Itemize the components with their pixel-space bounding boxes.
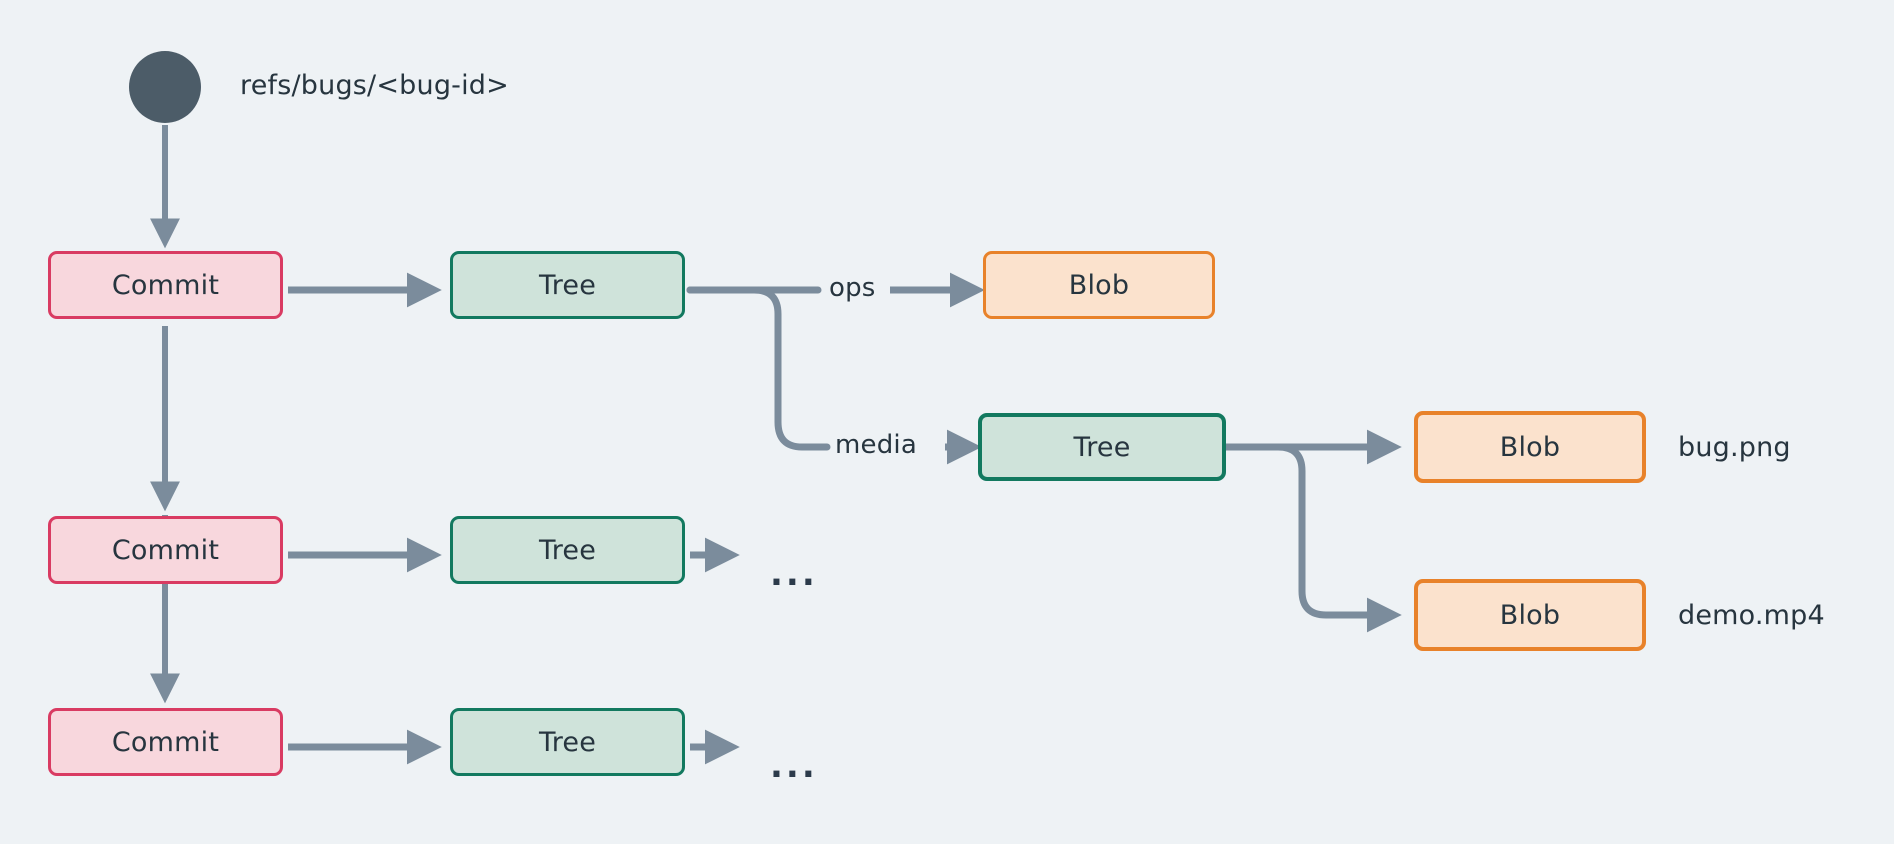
node-blob-bug-png-label: Blob	[1499, 431, 1561, 463]
edge-treemedia-to-blob-demomp4	[1222, 443, 1402, 633]
node-commit-3-label: Commit	[111, 726, 220, 758]
node-blob-ops[interactable]: Blob	[983, 251, 1215, 319]
node-tree-2-label: Tree	[538, 534, 597, 566]
node-blob-demo-mp4-label: Blob	[1499, 599, 1561, 631]
node-tree-media[interactable]: Tree	[978, 413, 1226, 481]
node-commit-3[interactable]: Commit	[48, 708, 283, 776]
node-tree-media-label: Tree	[1073, 431, 1131, 463]
file-label-bug-png: bug.png	[1678, 432, 1791, 463]
node-tree-1-label: Tree	[538, 269, 597, 301]
node-commit-1[interactable]: Commit	[48, 251, 283, 319]
edge-tree1-to-media	[686, 286, 831, 451]
node-blob-demo-mp4[interactable]: Blob	[1414, 579, 1646, 651]
node-tree-3-label: Tree	[538, 726, 597, 758]
node-blob-ops-label: Blob	[1068, 269, 1130, 301]
edge-label-ops: ops	[826, 273, 879, 303]
node-tree-1[interactable]: Tree	[450, 251, 685, 319]
ref-label: refs/bugs/<bug-id>	[240, 70, 509, 101]
node-commit-2-label: Commit	[111, 534, 220, 566]
file-label-demo-mp4: demo.mp4	[1678, 600, 1825, 631]
node-commit-1-label: Commit	[111, 269, 220, 301]
node-tree-3[interactable]: Tree	[450, 708, 685, 776]
node-tree-2[interactable]: Tree	[450, 516, 685, 584]
node-blob-bug-png[interactable]: Blob	[1414, 411, 1646, 483]
ellipsis-tree-2: ...	[770, 554, 818, 594]
ref-dot[interactable]	[129, 51, 201, 123]
edge-label-media: media	[832, 430, 920, 460]
ellipsis-tree-3: ...	[770, 746, 818, 786]
node-commit-2[interactable]: Commit	[48, 516, 283, 584]
